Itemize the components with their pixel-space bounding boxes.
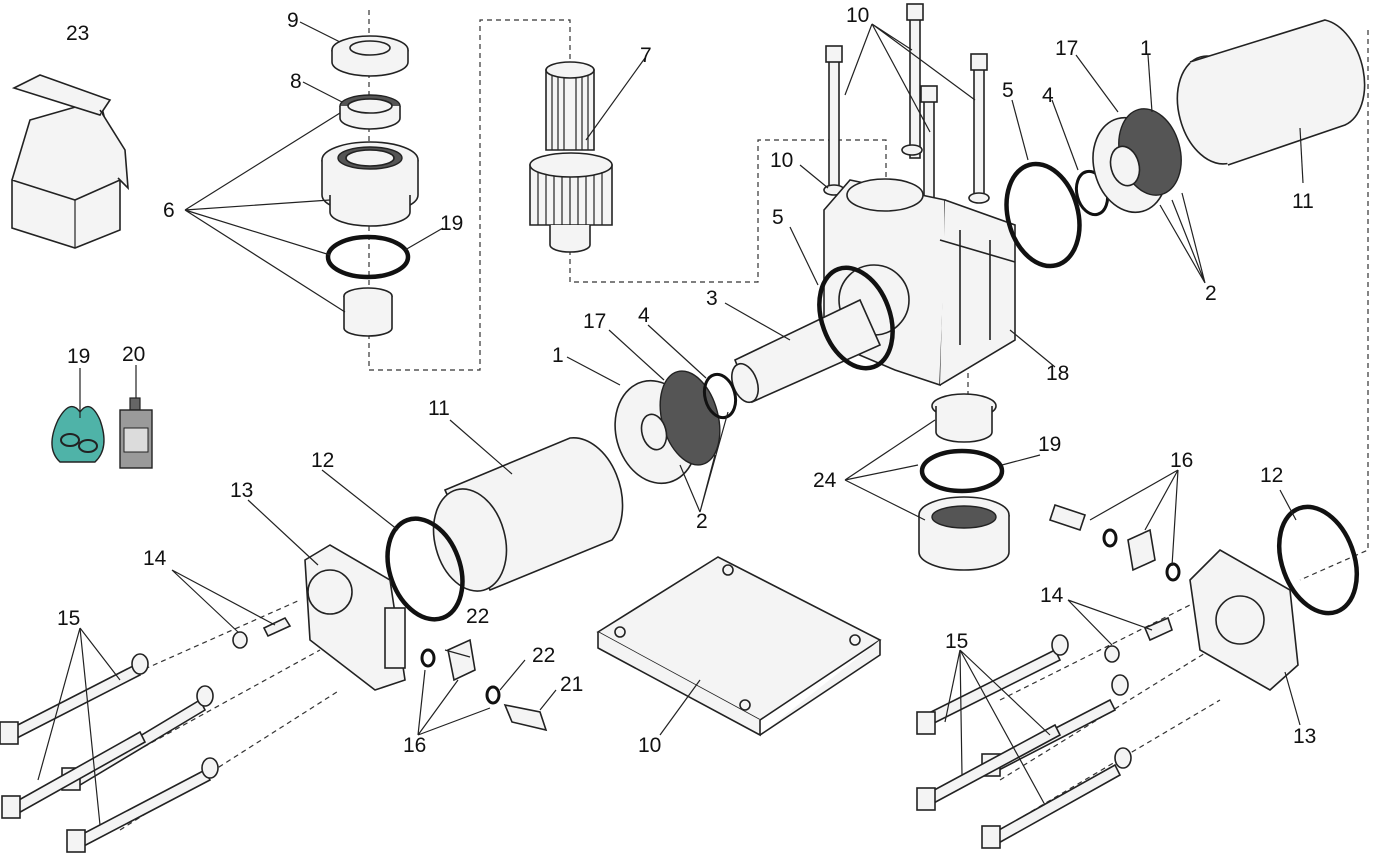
box-part-23	[11, 74, 129, 249]
callout-17: 17	[1055, 37, 1078, 60]
fittings-left-parts-14-16-21-22	[232, 616, 548, 732]
fittings-right-parts-14-16	[1048, 503, 1181, 663]
callout-15: 15	[945, 630, 968, 653]
oring-part-12-right	[1277, 504, 1359, 616]
oring-part-12-left	[385, 516, 465, 622]
bushing-part-6	[343, 287, 393, 337]
callout-7: 7	[640, 44, 652, 67]
seal-kit-bag-part-19	[51, 405, 105, 463]
callout-labels: 23 9 8 6 19 7 10 10 5 4 17 1 11 2 5 3 18…	[57, 4, 1316, 757]
end-cap-part-13-right	[1189, 549, 1299, 691]
callout-24: 24	[813, 469, 837, 492]
callout-4: 4	[638, 304, 650, 327]
oring-part-19	[325, 234, 411, 280]
rod-part-3	[731, 298, 882, 404]
callout-5: 5	[1002, 79, 1014, 102]
callout-14: 14	[143, 547, 167, 570]
callout-22: 22	[532, 644, 555, 667]
callout-2: 2	[696, 510, 708, 533]
bearing-part-8	[339, 94, 401, 130]
splined-shaft-part-7	[529, 61, 613, 253]
callout-14: 14	[1040, 584, 1064, 607]
end-cap-part-13-left	[304, 544, 406, 691]
callout-16: 16	[403, 734, 426, 757]
callout-1: 1	[552, 344, 564, 367]
tie-bolts-part-15-right	[916, 634, 1132, 849]
callout-19: 19	[1038, 433, 1061, 456]
callout-19: 19	[440, 212, 463, 235]
callout-8: 8	[290, 70, 302, 93]
callout-10: 10	[770, 149, 793, 172]
base-plate-part-10	[596, 556, 882, 737]
callout-10: 10	[846, 4, 869, 27]
callout-19: 19	[67, 345, 90, 368]
callout-4: 4	[1042, 84, 1054, 107]
callout-11: 11	[428, 397, 450, 420]
callout-9: 9	[287, 9, 299, 32]
callout-23: 23	[66, 22, 89, 45]
callout-2: 2	[1205, 282, 1217, 305]
callout-22: 22	[466, 605, 489, 628]
cylinder-part-11-right	[1176, 19, 1366, 166]
piston-part-1-left	[614, 370, 721, 485]
callout-17: 17	[583, 310, 606, 333]
callout-10: 10	[638, 734, 661, 757]
callout-20: 20	[122, 343, 145, 366]
leader-lines	[37, 21, 1304, 826]
callout-3: 3	[706, 287, 718, 310]
oring-part-5-left	[817, 265, 895, 371]
bushing-part-24-top	[931, 393, 997, 443]
callout-13: 13	[230, 479, 253, 502]
callout-13: 13	[1293, 725, 1316, 748]
callout-21: 21	[560, 673, 583, 696]
housing-part-6	[321, 141, 419, 227]
housing-part-24-bottom	[918, 496, 1010, 571]
piston-part-1-right	[1092, 108, 1182, 214]
oring-part-4-left	[702, 372, 738, 420]
callout-11: 11	[1292, 190, 1314, 213]
cap-part-9	[331, 35, 409, 77]
oring-part-19-right	[919, 448, 1005, 494]
callout-1: 1	[1140, 37, 1152, 60]
callout-12: 12	[1260, 464, 1283, 487]
oring-part-5-right	[1004, 161, 1082, 269]
callout-15: 15	[57, 607, 80, 630]
cylinder-part-11-left	[432, 437, 624, 592]
callout-18: 18	[1046, 362, 1069, 385]
tie-bolts-part-15-left	[0, 653, 219, 853]
callout-5: 5	[772, 206, 784, 229]
grease-bottle-part-20	[119, 397, 153, 469]
callout-16: 16	[1170, 449, 1193, 472]
callout-6: 6	[163, 199, 175, 222]
callout-12: 12	[311, 449, 334, 472]
